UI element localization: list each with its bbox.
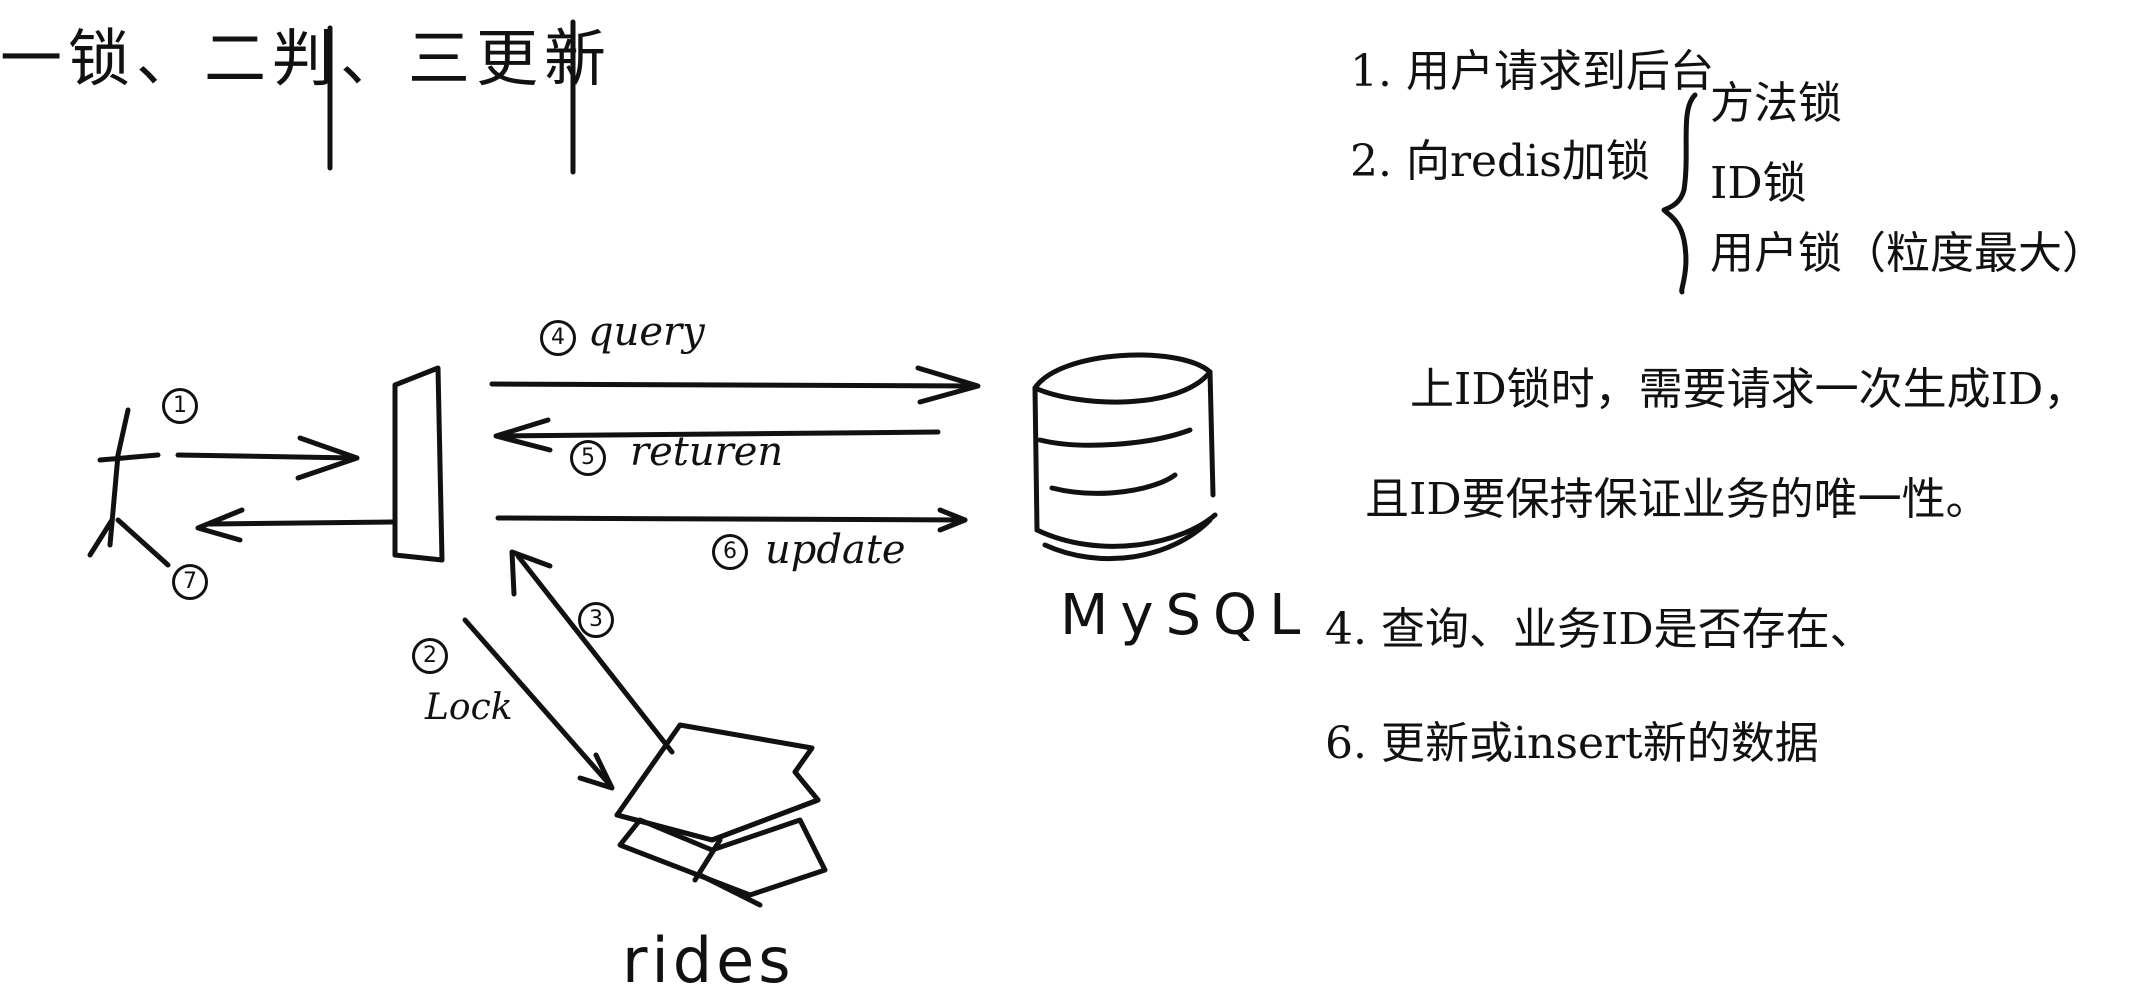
step-number-3: 3: [578, 602, 614, 638]
server-box: [392, 365, 445, 563]
lock-type-id: ID锁: [1710, 158, 1807, 209]
update-label: update: [765, 527, 906, 573]
redis-icon: [614, 722, 828, 908]
lock-type-method: 方法锁: [1710, 78, 1842, 129]
step-6-text: 6. 更新或insert新的数据: [1325, 718, 1819, 769]
update-arrow: [495, 507, 968, 533]
lock-label: Lock: [425, 687, 513, 728]
step-2-text: 2. 向redis加锁: [1350, 136, 1650, 187]
step-1-text: 1. 用户请求到后台: [1350, 46, 1714, 97]
response-arrow: [195, 507, 395, 543]
step-number-4: 4: [540, 320, 576, 356]
lock-arrow: [462, 617, 615, 791]
query-arrow: [489, 365, 981, 405]
lock-types-brace: [1661, 92, 1698, 295]
step-number-2: 2: [412, 638, 448, 674]
request-arrow: [175, 435, 360, 481]
step-number-5: 5: [570, 440, 606, 476]
redis-label: rides: [622, 924, 795, 997]
return-label: returen: [630, 429, 784, 475]
lock-type-user: 用户锁（粒度最大）: [1710, 228, 2106, 279]
note-line-1: 上ID锁时，需要请求一次生成ID，: [1410, 364, 2088, 415]
mysql-database-icon: [1032, 352, 1218, 562]
step-number-7: 7: [172, 564, 208, 600]
step-4-text: 4. 查询、业务ID是否存在、: [1325, 604, 1874, 655]
mysql-label: MySQL: [1060, 583, 1313, 648]
step-number-6: 6: [712, 534, 748, 570]
user-figure-icon: [87, 407, 171, 568]
query-label: query: [588, 309, 705, 355]
step-number-1: 1: [162, 388, 198, 424]
note-line-2: 且ID要保持保证业务的唯一性。: [1365, 474, 1990, 525]
redis-reply-arrow: [509, 549, 675, 755]
page-title: 一锁、二判、三更新: [0, 22, 613, 95]
return-arrow: [493, 417, 941, 453]
